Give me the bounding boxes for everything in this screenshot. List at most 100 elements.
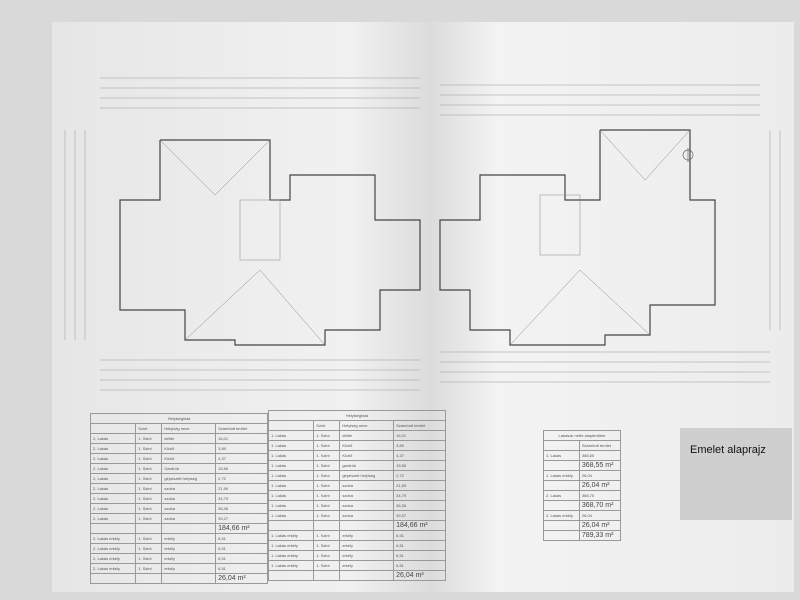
table-cell: 1. Szint: [135, 443, 163, 454]
table-cell: 21,59: [393, 480, 446, 491]
table-cell: 184,66 m²: [393, 520, 446, 531]
table-cell: 2. Lakás: [89, 463, 137, 474]
table-cell: 1. Lakás: [267, 480, 315, 491]
table-row: 184,66 m²: [89, 523, 268, 534]
table-cell: 1. Szint: [313, 550, 341, 561]
table-cell: 2. Lakás: [89, 503, 137, 514]
empty-cell: [161, 573, 217, 584]
table-cell: 2. Lakás: [89, 493, 137, 504]
table-cell: 1. Lakás: [267, 440, 315, 451]
table-cell: gardrób: [339, 460, 395, 471]
table-cell: 2. Lakás erkély: [89, 543, 137, 554]
table-cell: 2. Lakás: [89, 433, 137, 444]
table-cell: 26,04 m²: [578, 480, 622, 491]
table-cell: 6,51: [215, 533, 268, 544]
grand-total: 789,33 m²: [578, 530, 622, 541]
empty-cell: [543, 520, 580, 531]
table-cell: 26,04 m²: [393, 570, 446, 581]
table-cell: 2. Lakás erkély: [543, 510, 580, 521]
table-cell: 1. Szint: [135, 513, 163, 524]
table-cell: 1. Szint: [313, 450, 341, 461]
table-cell: 6,51: [215, 553, 268, 564]
column-header: Szint: [135, 423, 163, 434]
summary-heading: Lakások nettó alapterülete: [543, 430, 621, 441]
table-cell: 1. Szint: [313, 430, 341, 441]
table-cell: 16,01: [393, 430, 446, 441]
table-cell: szoba: [339, 500, 395, 511]
table-cell: 368,55 m²: [578, 460, 622, 471]
empty-cell: [135, 573, 163, 584]
table-cell: Közlő: [339, 440, 395, 451]
table-cell: szoba: [339, 480, 395, 491]
empty-cell: [135, 523, 163, 534]
table-heading: Helyiséglista: [90, 413, 268, 424]
table-cell: 1. Szint: [313, 480, 341, 491]
table-cell: 6,51: [393, 540, 446, 551]
table-cell: előtér: [161, 433, 217, 444]
table-row: 26,04 m²: [89, 573, 268, 584]
table-cell: 2. Lakás: [89, 473, 137, 484]
table-cell: 368,70: [578, 490, 622, 501]
table-cell: 6,51: [393, 530, 446, 541]
table-cell: Közlő: [339, 450, 395, 461]
table-cell: 21,59: [215, 483, 268, 494]
table-row: 368,70 m²: [543, 500, 622, 511]
table-cell: 2. Lakás: [89, 443, 137, 454]
table-cell: 1. Szint: [135, 433, 163, 444]
table-cell: 4,37: [215, 453, 268, 464]
column-header: Számított terület: [393, 420, 446, 431]
column-header: Szint: [313, 420, 341, 431]
table-row: 184,66 m²: [267, 520, 446, 531]
table-cell: 1. Szint: [135, 463, 163, 474]
table-cell: erkély: [339, 560, 395, 571]
empty-cell: [267, 520, 315, 531]
table-cell: erkély: [161, 553, 217, 564]
table-cell: 2,72: [215, 473, 268, 484]
empty-cell: [339, 520, 395, 531]
table-cell: 15,56: [215, 463, 268, 474]
table-cell: 368,70 m²: [578, 500, 622, 511]
table-cell: 16,01: [215, 433, 268, 444]
table-row: 26,04 m²: [543, 480, 622, 491]
table-cell: 1. Lakás: [267, 460, 315, 471]
dimension-lines: [64, 77, 781, 391]
table-cell: erkély: [161, 533, 217, 544]
table-cell: szoba: [339, 490, 395, 501]
table-cell: 15,56: [393, 460, 446, 471]
table-cell: erkély: [161, 543, 217, 554]
table-cell: 2. Lakás erkély: [89, 553, 137, 564]
table-cell: Gardrób: [161, 463, 217, 474]
table-row: 26,04 m²: [267, 570, 446, 581]
sheet-title: Emelet alaprajz: [690, 444, 766, 456]
column-header: Helyiség neve: [161, 423, 217, 434]
table-cell: 36,36: [393, 500, 446, 511]
table-cell: 1. Lakás: [543, 450, 580, 461]
table-cell: 1. Szint: [313, 560, 341, 571]
table-cell: 1. Lakás: [267, 490, 315, 501]
table-cell: 1. Lakás: [267, 510, 315, 521]
table-cell: 6,51: [215, 563, 268, 574]
table-cell: Közlő: [161, 443, 217, 454]
table-cell: 1. Lakás erkély: [267, 560, 315, 571]
net-area-summary-table: Lakások nettó alapterülete Számított ter…: [543, 430, 622, 541]
table-cell: szoba: [161, 493, 217, 504]
